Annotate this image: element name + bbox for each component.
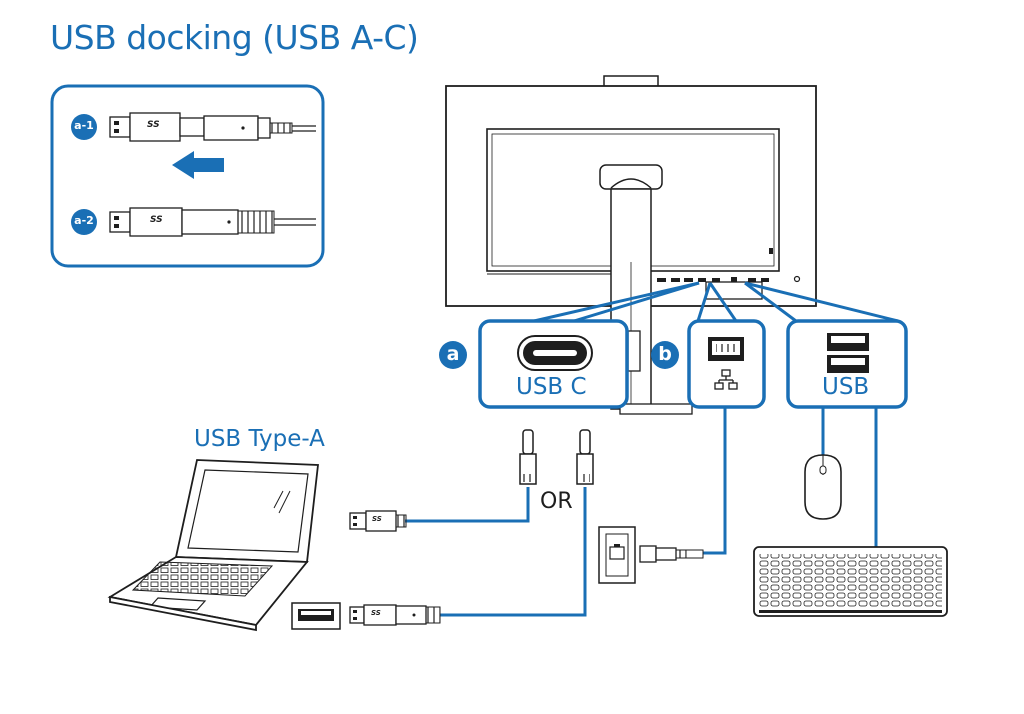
- adapter-step-2: [71, 207, 316, 237]
- or-label: OR: [540, 489, 573, 514]
- callout-lines: [533, 281, 899, 323]
- usb-a-plug-upper-icon: [349, 510, 407, 532]
- step-2-badge: [71, 209, 97, 235]
- usb-a-plug-lower-icon: [349, 604, 441, 626]
- usb-a-plug-icon: [109, 112, 181, 142]
- usb-a-adapter-assembled-icon: [109, 207, 316, 237]
- superspeed-mark-3: SS: [372, 515, 382, 523]
- usb-port-label: USB: [822, 374, 870, 400]
- usb-a-port-icon: [827, 333, 869, 373]
- laptop-icon: [107, 459, 320, 632]
- usb-c-adapter-icon: [179, 115, 316, 141]
- mouse-icon: [804, 454, 842, 520]
- network-icon: [714, 369, 738, 390]
- cables: [405, 407, 878, 617]
- page-title: USB docking (USB A-C): [50, 18, 419, 57]
- cable-usb-c-adapter: [440, 487, 587, 617]
- arrow-left-icon: [172, 151, 224, 179]
- cable-usb-c-to-a: [405, 487, 530, 523]
- usbc-port-label: USB C: [516, 374, 587, 400]
- lan-marker: b: [658, 343, 672, 365]
- laptop-port-type-label: USB Type-A: [194, 426, 325, 452]
- power-icon: [793, 275, 801, 283]
- step-2-label: a-2: [74, 214, 94, 227]
- usb-c-plug-right-icon: [576, 429, 594, 485]
- superspeed-mark-1: SS: [147, 120, 160, 130]
- step-1-badge: [71, 114, 97, 140]
- usbc-marker-badge: [439, 341, 467, 369]
- usb-c-plug-left-icon: [519, 429, 537, 485]
- usbc-marker: a: [446, 343, 460, 365]
- usb-c-port-icon: [517, 335, 593, 371]
- adapter-panel: [50, 84, 325, 268]
- keyboard-icon: [753, 546, 948, 617]
- superspeed-mark-4: SS: [371, 609, 381, 617]
- ethernet-port-icon: [708, 337, 744, 361]
- monitor: [445, 75, 817, 415]
- adapter-step-1: [71, 112, 316, 179]
- cable-ethernet: [703, 407, 727, 555]
- lan-marker-badge: [651, 341, 679, 369]
- usbc-callout: [439, 319, 629, 409]
- superspeed-mark-2: SS: [150, 215, 163, 225]
- wall-jack-icon: [598, 526, 636, 584]
- step-1-label: a-1: [74, 119, 94, 132]
- usb-a-receptacle-icon: [291, 602, 341, 630]
- usb-callout: [786, 319, 908, 409]
- ethernet-plug-icon: [639, 545, 704, 563]
